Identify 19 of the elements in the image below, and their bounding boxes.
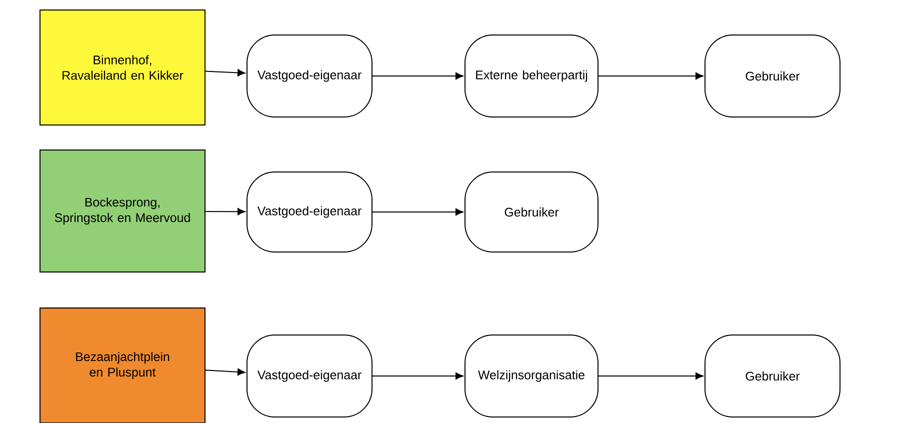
process-box: Externe beheerpartij bbox=[464, 34, 598, 118]
process-box: Gebruiker bbox=[704, 334, 840, 418]
arrow bbox=[372, 208, 464, 216]
process-box: Vastgoed-eigenaar bbox=[246, 172, 372, 252]
process-box: Welzijnsorganisatie bbox=[464, 334, 598, 418]
arrow bbox=[205, 208, 246, 216]
process-box: Vastgoed-eigenaar bbox=[246, 334, 372, 418]
arrow bbox=[205, 69, 246, 76]
group-box: Binnenhof, Ravaleiland en Kikker bbox=[40, 10, 206, 126]
arrow bbox=[372, 372, 464, 380]
arrow bbox=[372, 72, 464, 80]
group-box: Bockesprong, Springstok en Meervoud bbox=[40, 150, 206, 272]
process-box: Gebruiker bbox=[704, 34, 840, 118]
arrow bbox=[205, 368, 246, 376]
process-box: Vastgoed-eigenaar bbox=[246, 34, 372, 118]
arrow bbox=[598, 372, 704, 380]
arrow bbox=[598, 72, 704, 80]
process-box: Gebruiker bbox=[464, 172, 598, 252]
group-box: Bezaanjachtplein en Pluspunt bbox=[40, 308, 206, 423]
